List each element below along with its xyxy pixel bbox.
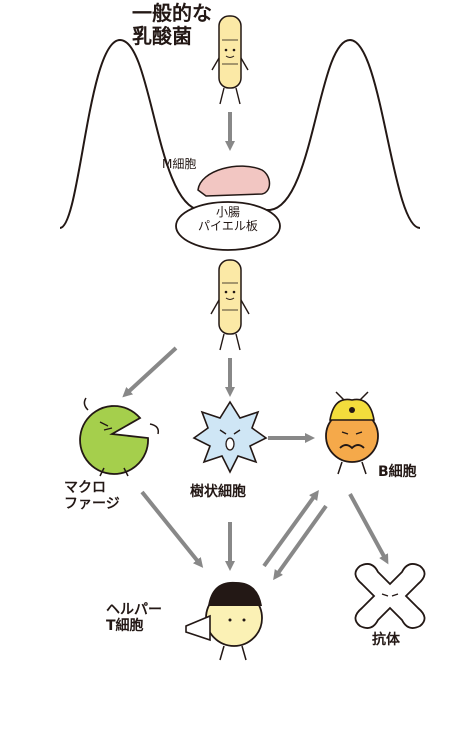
m-cell-shape	[197, 165, 271, 197]
peyer-line-1: 小腸	[215, 205, 240, 219]
antibody-label: 抗体	[372, 632, 400, 648]
peyer-patch-ellipse	[175, 201, 281, 251]
arrow-bcell-to-antibody	[348, 493, 389, 565]
macrophage-line-1: マクロ	[64, 480, 106, 496]
lactobacillus-middle	[210, 259, 250, 351]
dendritic-cell-label: 樹状細胞	[190, 484, 246, 500]
dendritic-cell-character	[192, 400, 268, 474]
helper-t-cell-label: ヘルパー T細胞	[106, 602, 162, 634]
peyer-patch-label: 小腸 パイエル板	[176, 205, 280, 234]
arrow-bcell-to-helper	[273, 504, 328, 581]
b-cell-label: B細胞	[378, 464, 417, 480]
arrow-bacteria-to-macrophage	[122, 346, 178, 398]
title-line-2: 乳酸菌	[132, 24, 192, 48]
m-cell-label: M細胞	[162, 157, 197, 171]
title-lactic-acid-bacteria: 一般的な 乳酸菌	[132, 2, 212, 48]
antibody-character	[354, 563, 426, 629]
macrophage-character	[79, 397, 160, 477]
b-cell-character	[325, 391, 379, 475]
macrophage-line-2: ファージ	[64, 496, 120, 513]
arrow-helper-to-bcell	[262, 489, 319, 568]
lactobacillus-top	[211, 15, 249, 105]
peyer-line-2: パイエル板	[198, 218, 258, 233]
macrophage-label: マクロ ファージ	[64, 480, 120, 512]
helper-t-cell-character	[185, 581, 263, 661]
arrows	[122, 112, 389, 581]
title-line-1: 一般的な	[132, 1, 212, 25]
helper-line-1: ヘルパー	[106, 602, 162, 618]
arrow-macrophage-to-helper	[140, 490, 204, 568]
helper-line-2: T細胞	[106, 618, 144, 635]
